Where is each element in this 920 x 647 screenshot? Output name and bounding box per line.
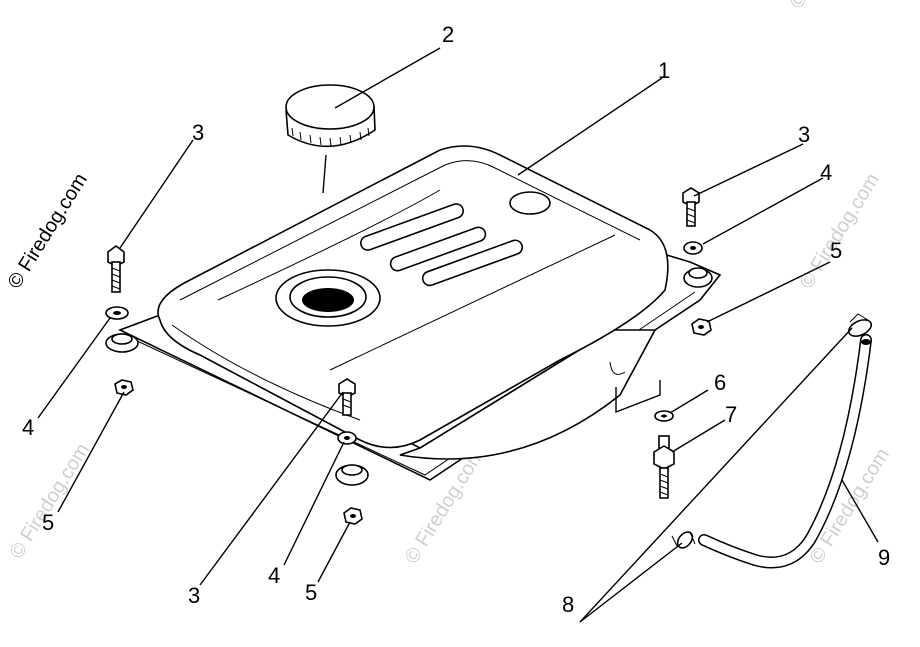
callout-nut-front: 5 (305, 580, 317, 605)
callout-bolt-right: 3 (798, 122, 810, 147)
valve-alignment-line (615, 380, 661, 414)
callout-tank: 1 (658, 58, 670, 83)
callout-bolt-front: 3 (188, 583, 200, 608)
callout-cap: 2 (442, 22, 454, 47)
bolt-right (682, 187, 700, 227)
nut-left (114, 379, 134, 396)
fuel-tank (105, 145, 722, 486)
watermark-faint: © Firedog.com (786, 0, 874, 13)
callout-washer-front: 4 (268, 563, 280, 588)
fuel-cap (285, 84, 376, 148)
callout-fuel-valve: 7 (725, 402, 737, 427)
callout-nut-left: 5 (42, 510, 54, 535)
cap-alignment-line (322, 154, 327, 194)
callout-washer-right: 4 (820, 160, 832, 185)
callout-washer-small: 6 (714, 370, 726, 395)
watermark-faint: © Firedog.com (6, 440, 94, 563)
hose-clamp-top (847, 313, 873, 337)
bolt-left (107, 245, 125, 293)
nut-right (691, 318, 712, 336)
callout-fuel-line: 9 (878, 545, 890, 570)
fuel-valve (653, 435, 675, 499)
callout-bolt-left: 3 (192, 120, 204, 145)
callout-washer-left: 4 (22, 415, 34, 440)
watermark: © Firedog.com (4, 170, 92, 293)
watermark-faint: © Firedog.com (796, 170, 884, 293)
nut-front (343, 507, 363, 525)
callout-clamp: 8 (562, 592, 574, 617)
leader-lines (37, 47, 879, 623)
callout-nut-right: 5 (830, 238, 842, 263)
